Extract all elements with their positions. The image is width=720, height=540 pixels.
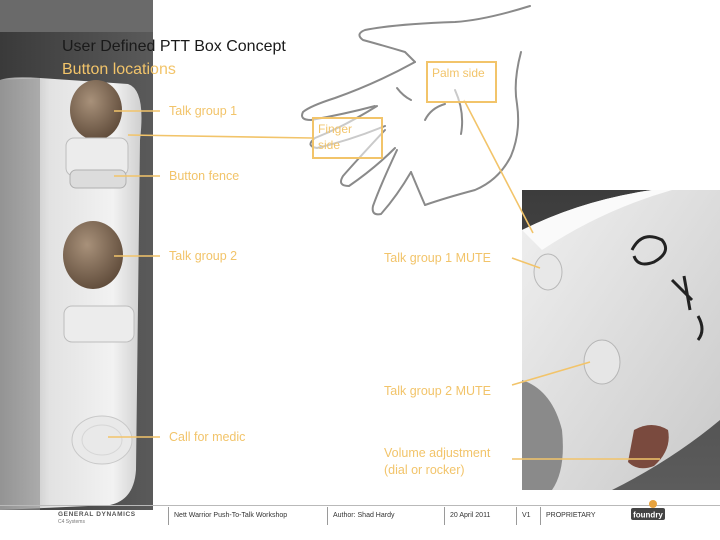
finger-side-callout: Finger side — [312, 117, 383, 159]
foundry-logo-icon: foundry — [630, 499, 666, 523]
footer-separator — [444, 507, 445, 525]
line-tg1-mute — [511, 257, 541, 269]
footer-workshop: Nett Warrior Push-To-Talk Workshop — [174, 512, 288, 519]
footer: GENERAL DYNAMICS C4 Systems Nett Warrior… — [0, 500, 720, 540]
footer-separator — [540, 507, 541, 525]
line-palm-side — [463, 99, 534, 234]
label-talk-group-2-mute: Talk group 2 MUTE — [384, 384, 491, 398]
slide-subtitle: Button locations — [62, 61, 176, 78]
footer-date: 20 April 2011 — [450, 512, 491, 519]
footer-classification: PROPRIETARY — [546, 512, 596, 519]
svg-text:foundry: foundry — [633, 511, 663, 520]
palm-side-text: Palm side — [432, 66, 485, 80]
left-photo-ptt-box — [0, 0, 153, 510]
line-finger-side — [127, 134, 313, 139]
finger-side-text: Finger side — [318, 122, 353, 152]
footer-version: V1 — [522, 512, 531, 519]
footer-divider — [0, 505, 720, 506]
label-talk-group-1: Talk group 1 — [169, 104, 238, 118]
company-logo: GENERAL DYNAMICS — [58, 511, 136, 518]
company-division: C4 Systems — [58, 519, 85, 525]
footer-author: Author: Shad Hardy — [333, 512, 395, 519]
footer-separator — [168, 507, 169, 525]
label-talk-group-1-mute: Talk group 1 MUTE — [384, 251, 491, 265]
label-volume-adjustment: Volume adjustment (dial or rocker) — [384, 446, 491, 477]
slide-title: User Defined PTT Box Concept — [62, 38, 286, 55]
palm-side-callout: Palm side — [426, 61, 497, 103]
right-photo-ptt-box — [522, 190, 720, 490]
footer-separator — [327, 507, 328, 525]
label-talk-group-2: Talk group 2 — [169, 249, 238, 263]
footer-separator — [516, 507, 517, 525]
label-button-fence: Button fence — [169, 169, 240, 183]
label-call-for-medic: Call for medic — [169, 430, 246, 444]
line-tg2-mute — [511, 361, 591, 386]
